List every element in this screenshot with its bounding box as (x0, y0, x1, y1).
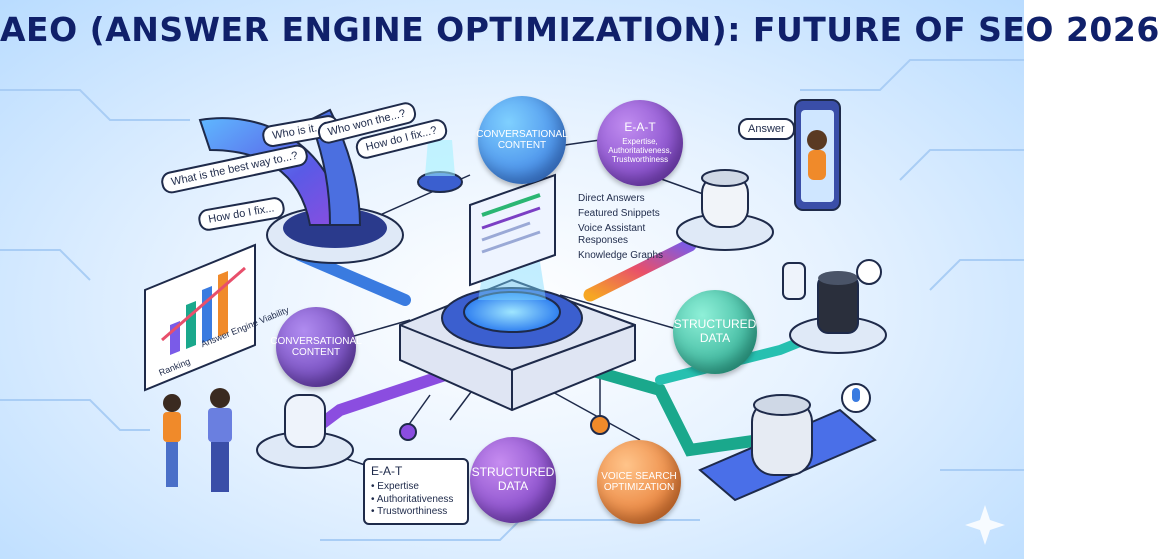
eat-box-item: • Expertise (371, 481, 419, 492)
answer-type-item: Direct Answers (578, 193, 645, 204)
sparkle-icon (965, 505, 1005, 545)
answer-type-item: Featured Snippets (578, 208, 660, 219)
eat-box-item: • Authoritativeness (371, 493, 454, 505)
answer-types-list: Direct Answers Featured Snippets Voice A… (578, 193, 673, 265)
page-title: AEO (ANSWER ENGINE OPTIMIZATION): FUTURE… (0, 10, 1160, 49)
node-label: CONTENT (497, 140, 547, 151)
structured-data-node-bottom: STRUCTURED DATA (470, 437, 556, 523)
node-line: Authoritativeness, (608, 146, 672, 156)
small-pedestal (417, 140, 463, 193)
answer-type-item: Knowledge Graphs (578, 250, 664, 261)
results-screen (469, 173, 556, 287)
circuit-traces (0, 59, 1024, 541)
conversational-content-node-top: CONVERSATIONAL CONTENT (476, 96, 568, 184)
eat-box: E-A-T • Expertise • Authoritativeness • … (363, 458, 469, 525)
node-dot (590, 415, 610, 435)
node-line: Expertise, (622, 137, 658, 147)
node-label: STRUCTURED (471, 465, 555, 480)
phone-answer (794, 99, 882, 285)
answer-bubble: Answer (738, 118, 795, 140)
conversational-content-node-left: CONVERSATIONAL CONTENT (270, 307, 362, 387)
node-label: STRUCTURED (673, 317, 757, 332)
eat-box-item: • Trustworthiness (371, 506, 448, 517)
node-label: DATA (497, 479, 529, 493)
smart-speaker-top (676, 169, 774, 251)
diagram-artwork (0, 59, 1024, 545)
node-label: DATA (699, 331, 731, 345)
funnel-platform (198, 108, 404, 264)
structured-data-node-right: STRUCTURED DATA (673, 290, 757, 374)
answer-type-item: Voice Assistant Responses (578, 223, 646, 246)
node-dot (399, 423, 417, 441)
voice-search-node: VOICE SEARCH OPTIMIZATION (597, 440, 681, 524)
smart-speaker-right (782, 262, 887, 354)
gradient-pipe (583, 238, 697, 302)
people-group (163, 388, 232, 492)
node-label: VOICE SEARCH (601, 470, 677, 482)
node-title: E-A-T (624, 120, 656, 135)
phone-with-speaker (698, 383, 877, 502)
node-label: CONVERSATIONAL (476, 128, 568, 140)
node-line: Trustworthiness (611, 155, 669, 165)
node-label: OPTIMIZATION (603, 482, 675, 493)
smart-speaker-left (256, 394, 354, 469)
teal-pipe (584, 364, 766, 457)
eat-node-top: E-A-T Expertise, Authoritativeness, Trus… (597, 100, 683, 186)
node-label: CONTENT (291, 347, 341, 358)
eat-box-title: E-A-T (371, 464, 403, 478)
chart-panel (144, 243, 256, 392)
central-hub (399, 230, 636, 412)
node-label: CONVERSATIONAL (270, 335, 362, 347)
